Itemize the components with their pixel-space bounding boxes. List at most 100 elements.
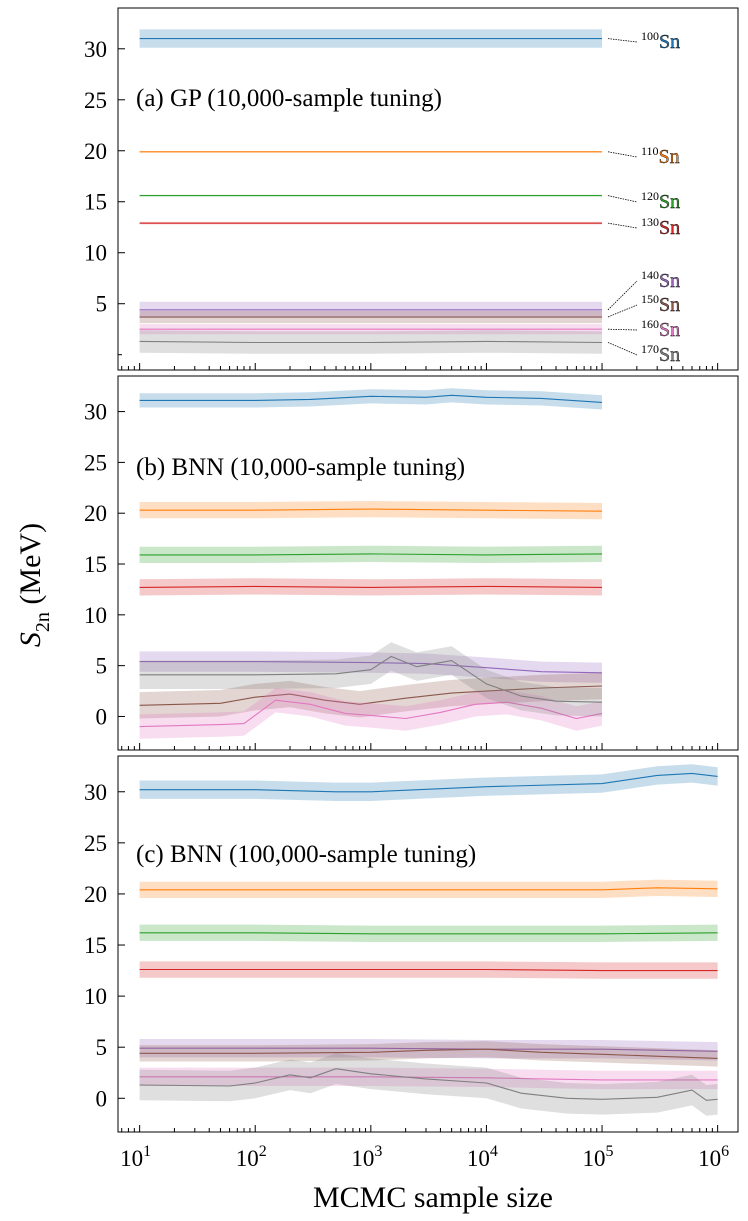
y-tick-label: 10 [84,241,107,266]
x-tick-label: 104 [467,1143,498,1171]
y-tick-label: 15 [84,552,107,577]
isotope-mass-number: 160 [641,317,659,331]
x-tick-label-exponent: 3 [374,1143,382,1160]
y-axis-title-main: S [14,632,47,647]
series-line-130Sn [139,968,718,972]
series-line-110Sn [139,887,718,891]
uncertainty-band-130Sn [139,961,718,979]
y-tick-label: 10 [84,984,107,1009]
isotope-label-150Sn: 150Sn [641,292,680,316]
isotope-element: Sn [659,344,680,366]
x-axis-title: MCMC sample size [313,1181,553,1214]
series-line-170Sn [139,655,603,703]
isotope-label-120Sn: 120Sn [641,189,680,213]
series-line-110Sn [139,508,603,512]
plot-frame [117,375,739,751]
uncertainty-band-110Sn [139,501,602,520]
y-tick-label: 0 [96,1086,108,1111]
y-tick-label: 5 [96,1035,108,1060]
isotope-label-110Sn: 110Sn [641,144,680,168]
label-leader-line [607,195,638,203]
x-tick-label: 105 [583,1143,614,1171]
panel-title: (c) BNN (100,000-sample tuning) [136,841,476,868]
x-tick-label-exponent: 4 [490,1143,498,1160]
x-tick-label-base: 10 [120,1146,143,1171]
y-tick-label: 20 [84,501,107,526]
series-line-120Sn [139,932,718,935]
x-tick-label-base: 10 [583,1146,606,1171]
label-leader-line [607,342,638,356]
label-leader-line [607,304,638,318]
y-tick-label: 5 [96,292,108,317]
series-line-120Sn [139,553,603,556]
y-tick-label: 20 [84,882,107,907]
x-tick-label-base: 10 [351,1146,374,1171]
isotope-mass-number: 150 [641,292,659,306]
label-leader-line [607,38,638,43]
isotope-element: Sn [659,319,680,341]
x-tick-label: 103 [351,1143,382,1171]
series-line-170Sn [139,1068,718,1101]
y-tick-label: 0 [96,704,108,729]
isotope-label-160Sn: 160Sn [641,317,680,341]
isotope-label-170Sn: 170Sn [641,342,680,366]
series-line-170Sn [139,340,603,344]
plot-frame [117,755,739,1133]
isotope-element: Sn [659,146,680,168]
series-line-130Sn [139,585,603,588]
y-tick-label: 25 [84,88,107,113]
y-tick-label: 15 [84,190,107,215]
y-tick-label: 15 [84,933,107,958]
isotope-element: Sn [659,191,680,213]
y-tick-label: 25 [84,831,107,856]
isotope-mass-number: 170 [641,342,659,356]
plot-frame [117,7,739,371]
uncertainty-band-110Sn [139,879,718,898]
uncertainty-band-170Sn [139,1053,718,1116]
series-line-160Sn [139,1076,718,1081]
y-axis-title: S2n (MeV) [14,523,54,647]
isotope-element: Sn [659,31,680,53]
y-tick-label: 20 [84,139,107,164]
series-line-150Sn [139,1048,718,1059]
isotope-element: Sn [659,270,680,292]
uncertainty-band-100Sn [139,388,602,410]
x-tick-label-base: 10 [236,1146,259,1171]
uncertainty-band-160Sn [139,1067,718,1090]
isotope-label-100Sn: 100Sn [641,29,680,53]
y-axis-title-sub: 2n [32,612,54,632]
series-line-100Sn [139,394,603,403]
series-line-100Sn [139,772,718,793]
x-tick-label-exponent: 5 [606,1143,614,1160]
isotope-label-130Sn: 130Sn [641,215,680,239]
label-leader-line [607,280,638,311]
uncertainty-band-100Sn [139,764,718,801]
isotope-mass-number: 100 [641,29,659,43]
isotope-mass-number: 110 [641,144,659,158]
x-tick-label-exponent: 6 [721,1143,729,1160]
x-tick-label: 102 [236,1143,267,1171]
x-tick-label-base: 10 [467,1146,490,1171]
label-leader-line [607,151,638,158]
panel-title: (b) BNN (10,000-sample tuning) [136,454,465,481]
isotope-mass-number: 130 [641,215,659,229]
label-leader-line [607,328,638,331]
y-tick-label: 30 [84,37,107,62]
x-tick-label: 101 [120,1143,151,1171]
isotope-label-140Sn: 140Sn [641,268,680,292]
y-tick-label: 10 [84,603,107,628]
x-tick-label-base: 10 [698,1146,721,1171]
x-tick-label: 106 [698,1143,729,1171]
uncertainty-band-160Sn [139,688,602,739]
label-leader-line [607,222,638,229]
x-tick-label-exponent: 1 [143,1143,151,1160]
series-line-160Sn [139,699,603,728]
y-tick-label: 5 [96,654,108,679]
uncertainty-band-170Sn [139,642,602,717]
isotope-mass-number: 120 [641,189,659,203]
y-tick-label: 25 [84,450,107,475]
